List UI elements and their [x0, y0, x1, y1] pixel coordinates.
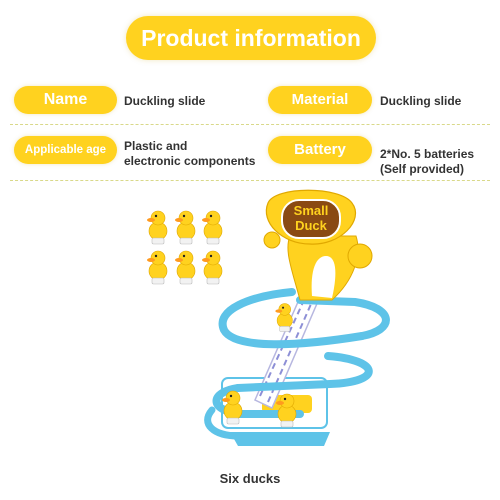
age-value: Plastic and electronic components — [124, 139, 255, 169]
image-caption: Six ducks — [219, 471, 281, 486]
battery-value-line-2: (Self provided) — [380, 162, 465, 176]
material-value: Duckling slide — [380, 94, 462, 108]
slide-track — [204, 288, 390, 440]
duck-sign-tower — [263, 189, 373, 301]
name-value: Duckling slide — [124, 94, 206, 108]
sign-line-2: Duck — [295, 218, 327, 233]
material-label: Material — [268, 86, 372, 114]
battery-value: 2*No. 5 batteries (Self provided) — [380, 147, 474, 177]
sign-line-1: Small — [293, 203, 329, 218]
battery-label: Battery — [268, 136, 372, 164]
divider — [10, 180, 490, 181]
page-title-banner: Product information — [126, 16, 376, 60]
sign-text: Small Duck — [282, 203, 340, 233]
battery-value-line-1: 2*No. 5 batteries — [380, 147, 475, 161]
age-value-line-2: electronic components — [124, 154, 256, 168]
age-label: Applicable age — [14, 136, 117, 164]
divider — [10, 124, 490, 125]
age-value-line-1: Plastic and — [124, 139, 188, 153]
duck-figures — [146, 210, 223, 285]
name-label: Name — [14, 86, 117, 114]
